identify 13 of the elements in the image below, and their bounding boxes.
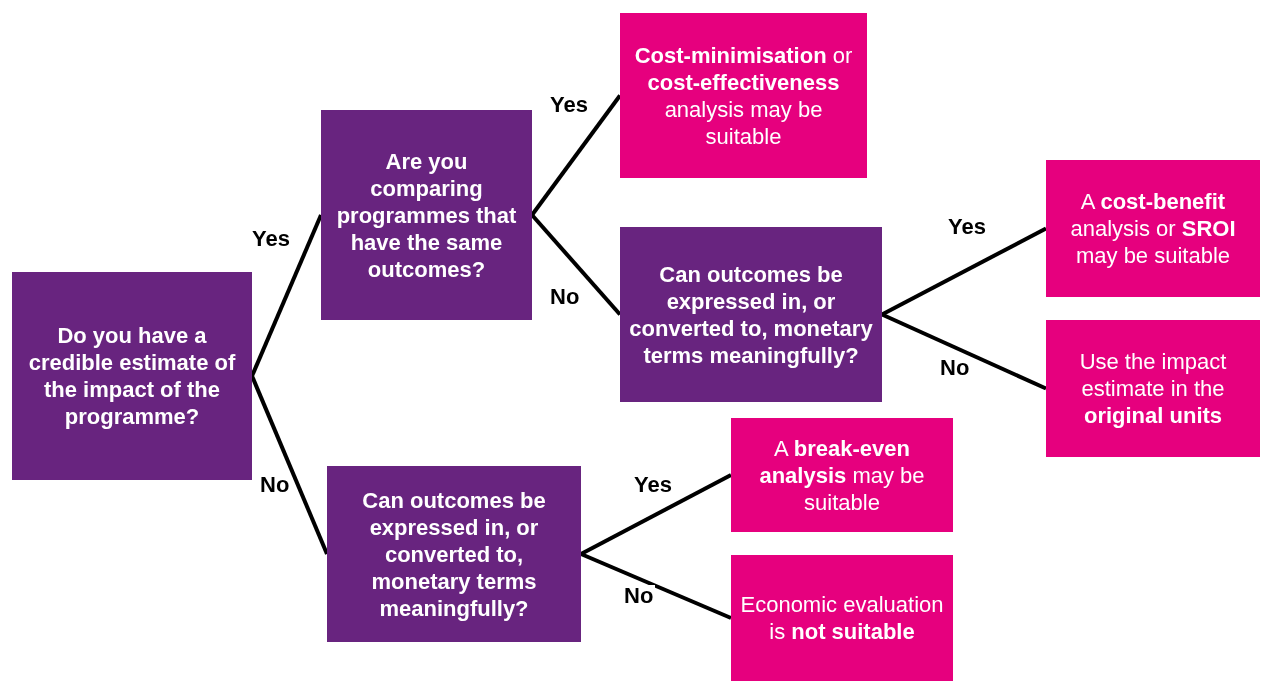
question-box: Can outcomes be expressed in, or converted to, monetary terms meaningfully?	[620, 227, 882, 402]
connector-line	[580, 552, 732, 620]
connector-line	[881, 312, 1047, 391]
question-box: Do you have a credible estimate of the impact of the programme?	[12, 272, 252, 480]
question-box: Are you comparing programmes that have the same outcomes?	[321, 110, 532, 320]
connector-line	[580, 473, 732, 556]
outcome-box: A break-even analysis may be suitable	[731, 418, 953, 532]
connector-line	[881, 226, 1047, 317]
outcome-box: Economic evaluation is not suitable	[731, 555, 953, 681]
outcome-box: A cost-benefit analysis or SROI may be suitable	[1046, 160, 1260, 297]
outcome-box: Use the impact estimate in the original units	[1046, 320, 1260, 457]
outcome-box: Cost-minimisation or cost-effectiveness analysis may be suitable	[620, 13, 867, 178]
question-box: Can outcomes be expressed in, or converted to, monetary terms meaningfully?	[327, 466, 581, 642]
